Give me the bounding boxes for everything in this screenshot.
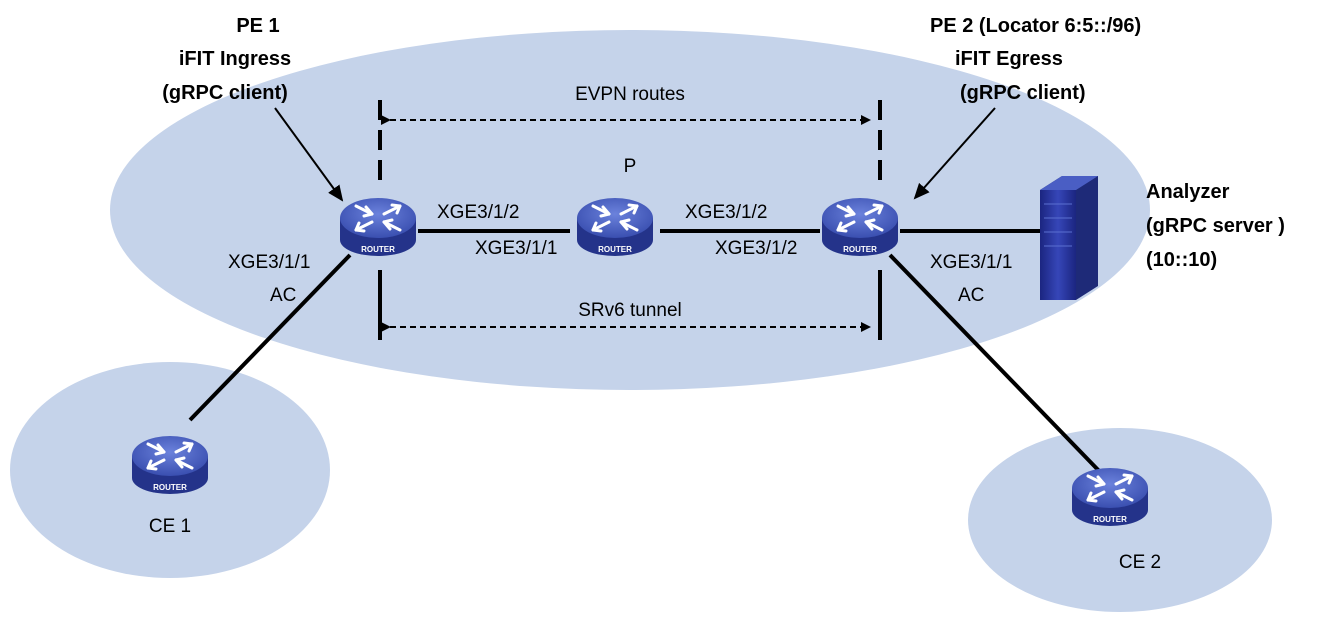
pe1-callout-arrow	[274, 107, 344, 202]
analyzer-address: (10::10)	[1146, 249, 1217, 271]
pe1-role: iFIT Ingress	[179, 48, 291, 70]
pe2-client: (gRPC client)	[960, 82, 1086, 104]
p-port-right: XGE3/1/2	[685, 202, 767, 223]
router-ce2: ROUTER	[1070, 466, 1150, 528]
analyzer-server-icon	[1040, 176, 1098, 300]
pe2-core-port: XGE3/1/2	[715, 238, 797, 259]
link-pe1-ce1	[188, 253, 352, 422]
p-title: P	[624, 156, 637, 177]
pe1-ac-label: AC	[270, 285, 296, 306]
pe2-ac-port: XGE3/1/1	[930, 252, 1012, 273]
pe2-ac-label: AC	[958, 285, 984, 306]
pe1-ac-port: XGE3/1/1	[228, 252, 310, 273]
pe2-callout-arrow	[913, 107, 996, 200]
analyzer-role: (gRPC server )	[1146, 215, 1285, 237]
srv6-tunnel-label: SRv6 tunnel	[578, 300, 682, 321]
pe2-title: PE 2 (Locator 6:5::/96)	[930, 15, 1141, 37]
ce2-title: CE 2	[1119, 552, 1161, 573]
router-p: ROUTER	[575, 196, 655, 258]
router-badge: ROUTER	[153, 483, 187, 492]
router-pe2: ROUTER	[820, 196, 900, 258]
router-badge: ROUTER	[1093, 515, 1127, 524]
pe1-client: (gRPC client)	[162, 82, 288, 104]
pe1-title: PE 1	[236, 15, 279, 37]
link-pe2-ce2	[888, 253, 1105, 477]
evpn-routes-label: EVPN routes	[575, 84, 685, 105]
router-ce1: ROUTER	[130, 434, 210, 496]
router-pe1: ROUTER	[338, 196, 418, 258]
ce1-title: CE 1	[149, 516, 191, 537]
analyzer-title: Analyzer	[1146, 181, 1230, 203]
pe2-role: iFIT Egress	[955, 48, 1063, 70]
pe1-core-port: XGE3/1/2	[437, 202, 519, 223]
p-port-left: XGE3/1/1	[475, 238, 557, 259]
router-badge: ROUTER	[843, 245, 877, 254]
router-badge: ROUTER	[361, 245, 395, 254]
router-badge: ROUTER	[598, 245, 632, 254]
